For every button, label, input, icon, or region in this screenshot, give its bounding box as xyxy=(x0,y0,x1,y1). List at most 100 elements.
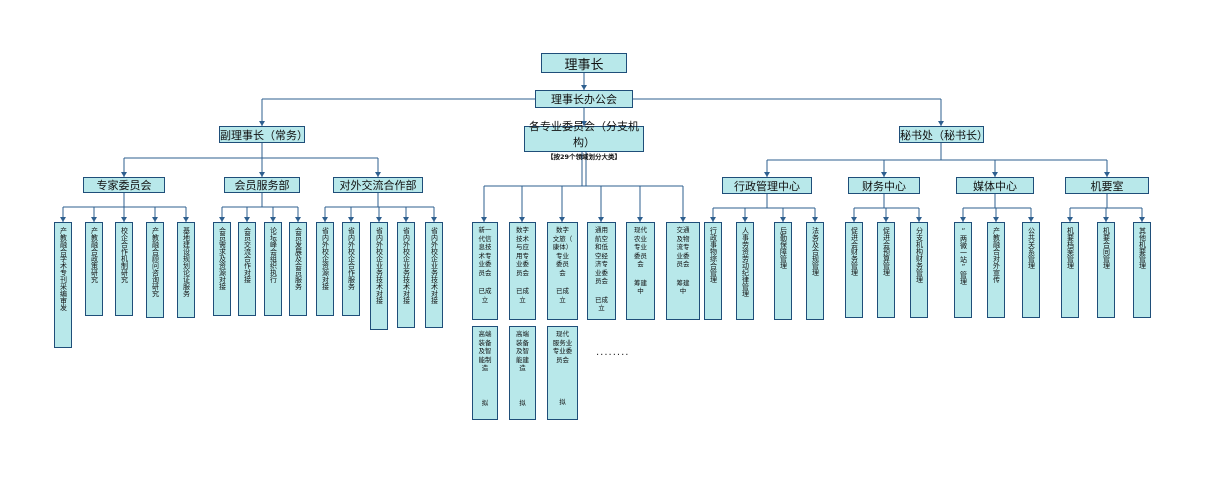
committee-line: 农业 xyxy=(634,234,647,243)
committees-label: 各专业委员会（分支机构） xyxy=(529,119,639,149)
committee-status: 立 xyxy=(559,295,566,304)
committee-line: 用专 xyxy=(516,251,529,260)
committee-status: 已成 xyxy=(595,295,608,304)
committee-line: 与应 xyxy=(516,243,529,251)
admin-child-label: 后勤保障管理 xyxy=(779,227,788,269)
external-child-box: 省内外校企业务技术对接 xyxy=(370,222,388,330)
committee-status: 立 xyxy=(598,304,605,312)
external-child-label: 省内外校企合作服务 xyxy=(347,227,356,290)
committee-box: 数字 文旅（ 康体） 专业 委员 会 已成 立 xyxy=(547,222,578,320)
committee-line: 能制 xyxy=(478,355,492,364)
expert-child-box: 基地建设规划论证服务 xyxy=(177,222,195,318)
committee-line: 息技 xyxy=(478,243,492,251)
expert-child-label: 产教融合学术专刊采编审发 xyxy=(59,227,68,311)
admin-child-label: 人事劳资劳动纪律管理 xyxy=(741,227,750,297)
committee-line: 及智 xyxy=(478,347,492,355)
committee-planned-box: 高端 装备 及智 能建 造 拟 xyxy=(509,326,536,420)
committees-note: 【按29个领域划分大类】 xyxy=(546,152,622,161)
confidential-child-label: 机要档案管理 xyxy=(1066,227,1075,269)
committee-line: 能建 xyxy=(516,355,529,364)
committee-line: 流专 xyxy=(676,243,690,251)
finance-center-box: 财务中心 xyxy=(848,177,920,194)
member-child-box: 会员发展及会员服务 xyxy=(289,222,307,316)
committee-status: 立 xyxy=(519,295,526,304)
committee-line: 新一 xyxy=(478,226,492,234)
external-child-box: 省内外校企业务技术对接 xyxy=(397,222,415,328)
admin-child-label: 行政事物综合管理 xyxy=(709,227,718,283)
expert-child-box: 校企合作机制研究 xyxy=(115,222,133,316)
admin-child-box: 行政事物综合管理 xyxy=(704,222,722,320)
committee-status: 已成 xyxy=(516,287,529,295)
committee-box: 交通 及物 流专 业委 员会 筹建 中 xyxy=(666,222,700,320)
committee-line: 交通 xyxy=(676,226,690,234)
vice-chairman-label: 副理事长（常务） xyxy=(220,128,308,142)
confidential-child-box: 机要档案管理 xyxy=(1061,222,1079,318)
confidential-child-box: 其他机要管理 xyxy=(1133,222,1151,318)
external-child-label: 省内外校企业务技术对接 xyxy=(402,227,411,304)
member-child-box: 论坛峰会组织执行 xyxy=(264,222,282,316)
finance-child-label: 促进会预算管理 xyxy=(882,227,891,276)
external-child-box: 省内外校企资源对接 xyxy=(316,222,334,316)
external-child-label: 省内外校企业务技术对接 xyxy=(430,227,439,304)
member-child-label: 会员需求及资源对接 xyxy=(218,227,227,290)
expert-child-box: 产教融合政策研究 xyxy=(85,222,103,316)
admin-child-box: 后勤保障管理 xyxy=(774,222,792,320)
secretary-label: 秘书处（秘书长） xyxy=(900,128,988,142)
member-child-box: 会员需求及资源对接 xyxy=(213,222,231,316)
vice-chairman-box: 副理事长（常务） xyxy=(219,126,308,143)
expert-child-label: 产教融合顾问咨询研究 xyxy=(151,227,160,297)
member-child-box: 会员交流合作对接 xyxy=(238,222,256,316)
committee-line: 现代 xyxy=(634,226,647,234)
finance-center-label: 财务中心 xyxy=(862,179,906,193)
chairman-label: 理事长 xyxy=(564,57,604,73)
committee-box: 现代 农业 专业 委员 会 筹建 中 xyxy=(626,222,655,320)
committee-line: 服务业 xyxy=(552,338,573,347)
member-child-label: 会员交流合作对接 xyxy=(243,227,252,283)
committee-status: 拟 xyxy=(559,398,566,406)
committee-status: 筹建 xyxy=(634,278,647,287)
committee-planned-box: 高端 装备 及智 能制 造 拟 xyxy=(472,326,498,420)
committee-status: 拟 xyxy=(481,398,489,407)
committee-line: 业委 xyxy=(595,268,608,277)
committee-line: 及智 xyxy=(516,347,529,355)
committee-line: 造 xyxy=(519,364,526,372)
committee-line: 专业 xyxy=(556,251,569,260)
confidential-child-label: 机要合同管理 xyxy=(1102,227,1111,269)
committee-planned-box: 现代 服务业 专业委 员会 拟 xyxy=(547,326,578,420)
committee-line: 济专 xyxy=(595,260,608,268)
expert-child-label: 校企合作机制研究 xyxy=(120,227,129,283)
media-center-label: 媒体中心 xyxy=(973,179,1017,193)
committee-line: 航空 xyxy=(595,234,608,243)
confidential-office-box: 机要室 xyxy=(1065,177,1149,194)
external-cooperation-label: 对外交流合作部 xyxy=(339,179,417,192)
committee-status: 中 xyxy=(679,287,687,295)
external-child-label: 省内外校企业务技术对接 xyxy=(375,227,384,304)
confidential-office-label: 机要室 xyxy=(1090,179,1124,193)
committee-line: 代信 xyxy=(478,234,492,243)
committee-box: 新一 代信 息技 术专 业委 员会 已成 立 xyxy=(472,222,498,320)
committee-status: 中 xyxy=(637,287,644,295)
media-child-label: “两微一站”管理 xyxy=(959,227,968,285)
finance-child-box: 促进会预算管理 xyxy=(877,222,895,318)
committee-box: 数字 技术 与应 用专 业委 员会 已成 立 xyxy=(509,222,536,320)
committee-line: 技术 xyxy=(516,234,529,243)
expert-committee-label: 专家委员会 xyxy=(96,179,152,192)
committee-status: 已成 xyxy=(478,287,492,295)
committee-line: 文旅（ xyxy=(552,234,573,243)
committee-line: 会 xyxy=(637,260,644,268)
committee-line: 空经 xyxy=(595,251,608,260)
external-cooperation-box: 对外交流合作部 xyxy=(333,177,423,193)
committee-line: 员会 xyxy=(556,355,569,364)
committee-line: 员会 xyxy=(595,277,608,285)
committee-line: 高端 xyxy=(516,330,529,338)
finance-child-label: 促进会财务管理 xyxy=(850,227,859,276)
expert-child-label: 基地建设规划论证服务 xyxy=(182,227,191,297)
more-committees-ellipsis: ........ xyxy=(596,347,630,358)
member-child-label: 论坛峰会组织执行 xyxy=(269,227,278,283)
committees-box: 各专业委员会（分支机构） 【按29个领域划分大类】 xyxy=(524,120,644,161)
committee-line: 委员 xyxy=(556,260,569,268)
committee-line: 委员 xyxy=(634,251,647,260)
committee-line: 员会 xyxy=(676,260,690,268)
